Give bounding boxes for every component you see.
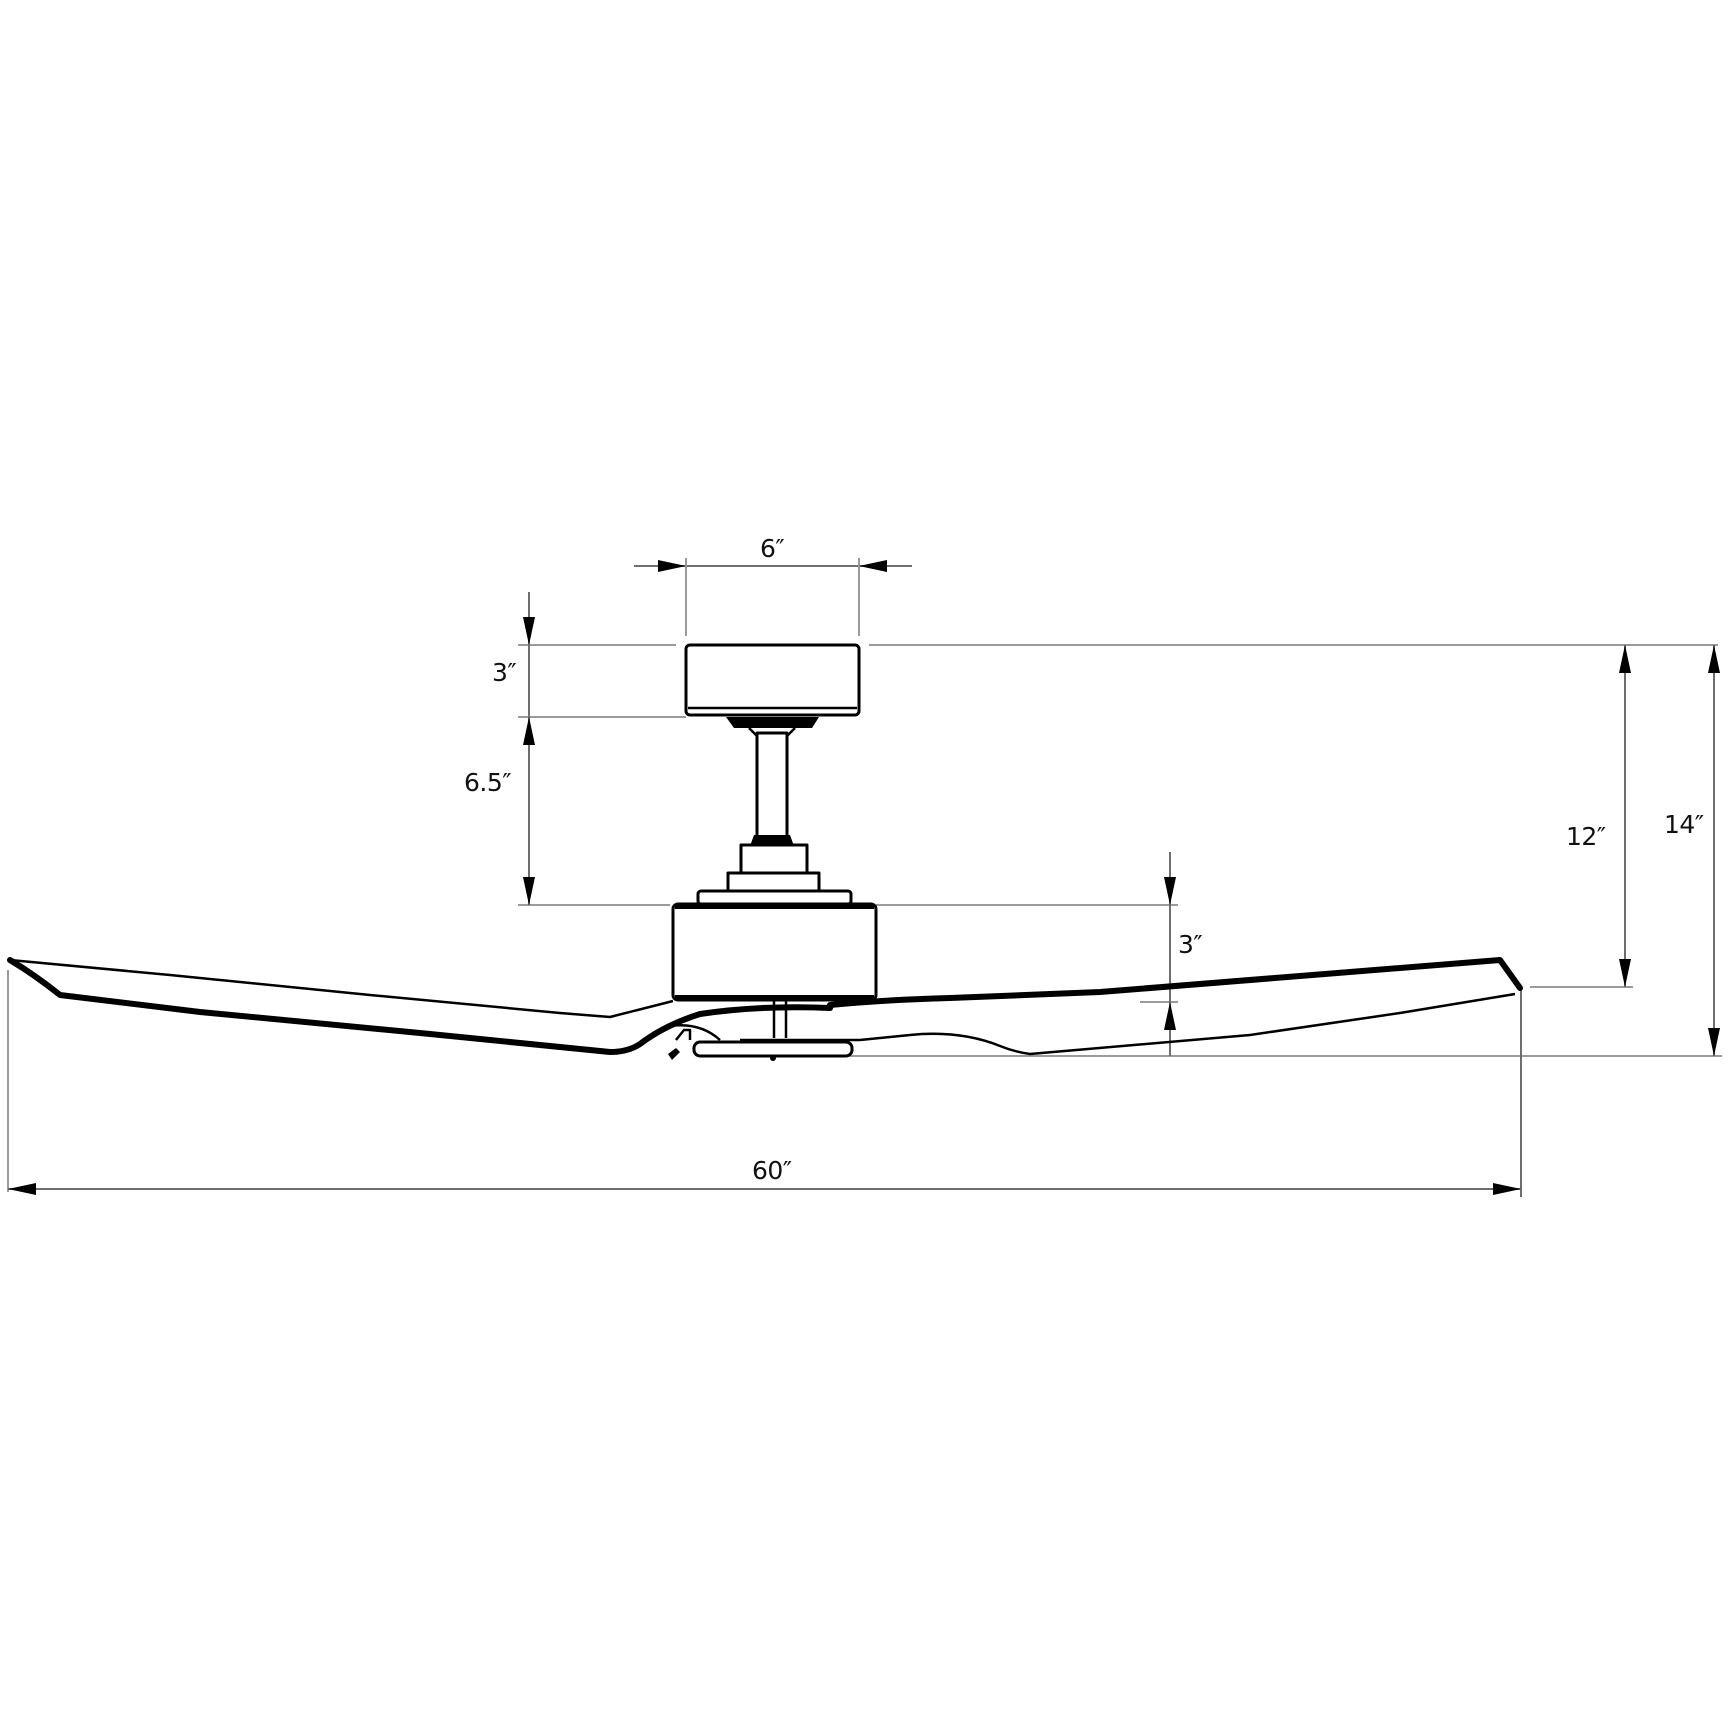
arrow-down-icon: [1164, 877, 1176, 905]
arrow-left-icon: [859, 560, 887, 572]
arrow-up-icon: [523, 717, 535, 745]
arrow-up-icon: [1708, 645, 1720, 673]
blade-span-dimension: [7, 970, 1522, 1197]
motor-housing: [671, 843, 878, 1002]
overall-height-dimension: [1708, 645, 1720, 1056]
blade-span-label: 60″: [752, 1156, 792, 1185]
blade-tip-height-dimension: [1619, 645, 1631, 987]
motor-height-dimension: [1164, 852, 1176, 1056]
arrow-left-icon: [8, 1183, 36, 1195]
arrow-down-icon: [1619, 959, 1631, 987]
overall-height-label: 14″: [1664, 810, 1704, 839]
canopy-height-label: 3″: [492, 658, 517, 687]
arrow-up-icon: [1619, 645, 1631, 673]
motor-height-label: 3″: [1178, 930, 1203, 959]
blade-right: [669, 957, 1523, 1056]
downrod: [748, 727, 796, 846]
arrow-down-icon: [523, 877, 535, 905]
light-kit-cap: [668, 1000, 854, 1061]
canopy-width-label: 6″: [760, 534, 785, 563]
canopy: [684, 643, 861, 728]
blade-left: [7, 957, 833, 1055]
arrow-down-icon: [1708, 1028, 1720, 1056]
arrow-down-icon: [523, 617, 535, 645]
canopy-downrod-vertical-dimension: [523, 592, 535, 905]
canopy-width-dimension: [634, 558, 912, 636]
arrow-right-icon: [658, 560, 686, 572]
arrow-up-icon: [1164, 1002, 1176, 1030]
arrow-right-icon: [1493, 1183, 1521, 1195]
ceiling-to-blade-tip-label: 12″: [1566, 822, 1606, 851]
downrod-length-label: 6.5″: [464, 768, 512, 797]
